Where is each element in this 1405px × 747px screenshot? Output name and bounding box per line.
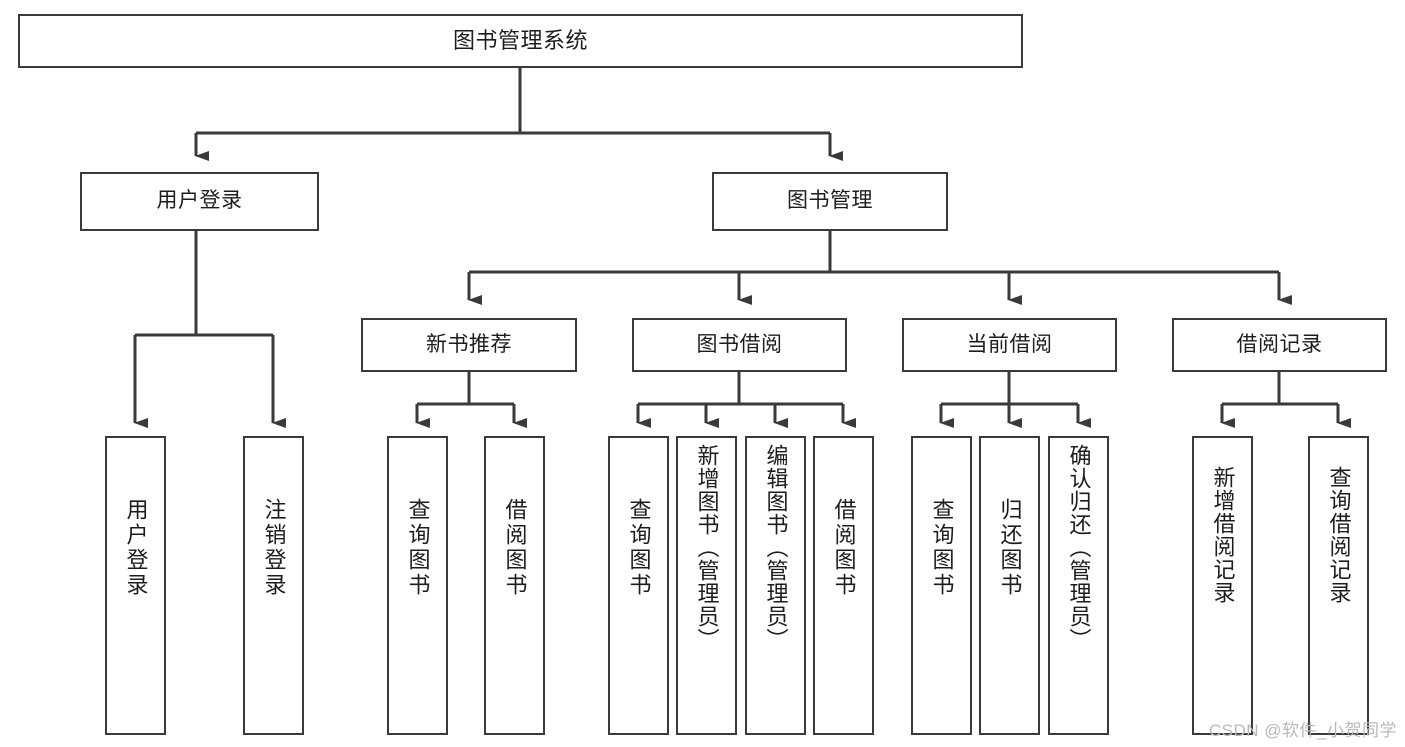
node-user-login-label: 用户登录 bbox=[156, 189, 243, 213]
node-leaf-edit-book-label: 编辑图书（管理员） bbox=[763, 444, 789, 651]
node-root-label: 图书管理系统 bbox=[452, 28, 588, 54]
node-current-borrow[interactable]: 当前借阅 bbox=[902, 318, 1117, 372]
node-leaf-query-book-1-label: 查询图书 bbox=[405, 498, 431, 598]
node-leaf-add-book[interactable]: 新增图书（管理员） bbox=[676, 436, 737, 735]
node-book-manage[interactable]: 图书管理 bbox=[712, 172, 948, 231]
node-leaf-query-book-2[interactable]: 查询图书 bbox=[608, 436, 669, 735]
node-leaf-confirm-return-label: 确认归还（管理员） bbox=[1066, 444, 1092, 651]
node-leaf-add-book-label: 新增图书（管理员） bbox=[694, 444, 720, 651]
node-leaf-confirm-return[interactable]: 确认归还（管理员） bbox=[1048, 436, 1109, 735]
node-new-book-rec[interactable]: 新书推荐 bbox=[361, 318, 577, 372]
node-leaf-query-record[interactable]: 查询借阅记录 bbox=[1308, 436, 1369, 735]
node-leaf-borrow-book-1-label: 借阅图书 bbox=[502, 498, 528, 598]
node-book-borrow[interactable]: 图书借阅 bbox=[632, 318, 847, 372]
node-user-login[interactable]: 用户登录 bbox=[80, 172, 319, 231]
node-leaf-query-book-3[interactable]: 查询图书 bbox=[911, 436, 972, 735]
node-current-borrow-label: 当前借阅 bbox=[966, 332, 1053, 356]
node-leaf-query-book-3-label: 查询图书 bbox=[929, 498, 955, 598]
node-leaf-borrow-book-1[interactable]: 借阅图书 bbox=[484, 436, 545, 735]
node-leaf-user-login-label: 用户登录 bbox=[123, 498, 149, 598]
node-leaf-return-book[interactable]: 归还图书 bbox=[979, 436, 1040, 735]
node-leaf-return-book-label: 归还图书 bbox=[997, 498, 1023, 598]
node-leaf-borrow-book-2[interactable]: 借阅图书 bbox=[813, 436, 874, 735]
node-leaf-user-logout-label: 注销登录 bbox=[261, 498, 287, 598]
node-leaf-query-book-1[interactable]: 查询图书 bbox=[387, 436, 448, 735]
node-root[interactable]: 图书管理系统 bbox=[18, 14, 1023, 68]
node-leaf-add-record-label: 新增借阅记录 bbox=[1210, 466, 1236, 604]
node-leaf-edit-book[interactable]: 编辑图书（管理员） bbox=[745, 436, 806, 735]
node-leaf-user-logout[interactable]: 注销登录 bbox=[243, 436, 304, 735]
node-borrow-record-label: 借阅记录 bbox=[1236, 332, 1323, 356]
node-leaf-query-book-2-label: 查询图书 bbox=[626, 498, 652, 598]
node-leaf-add-record[interactable]: 新增借阅记录 bbox=[1192, 436, 1253, 735]
watermark: CSDN @软件_小贺同学 bbox=[1208, 721, 1397, 740]
node-new-book-rec-label: 新书推荐 bbox=[426, 332, 512, 356]
node-borrow-record[interactable]: 借阅记录 bbox=[1172, 318, 1387, 372]
node-book-manage-label: 图书管理 bbox=[787, 189, 873, 213]
node-leaf-borrow-book-2-label: 借阅图书 bbox=[831, 498, 857, 598]
node-leaf-query-record-label: 查询借阅记录 bbox=[1326, 466, 1352, 604]
node-book-borrow-label: 图书借阅 bbox=[696, 332, 783, 356]
node-leaf-user-login[interactable]: 用户登录 bbox=[105, 436, 166, 735]
